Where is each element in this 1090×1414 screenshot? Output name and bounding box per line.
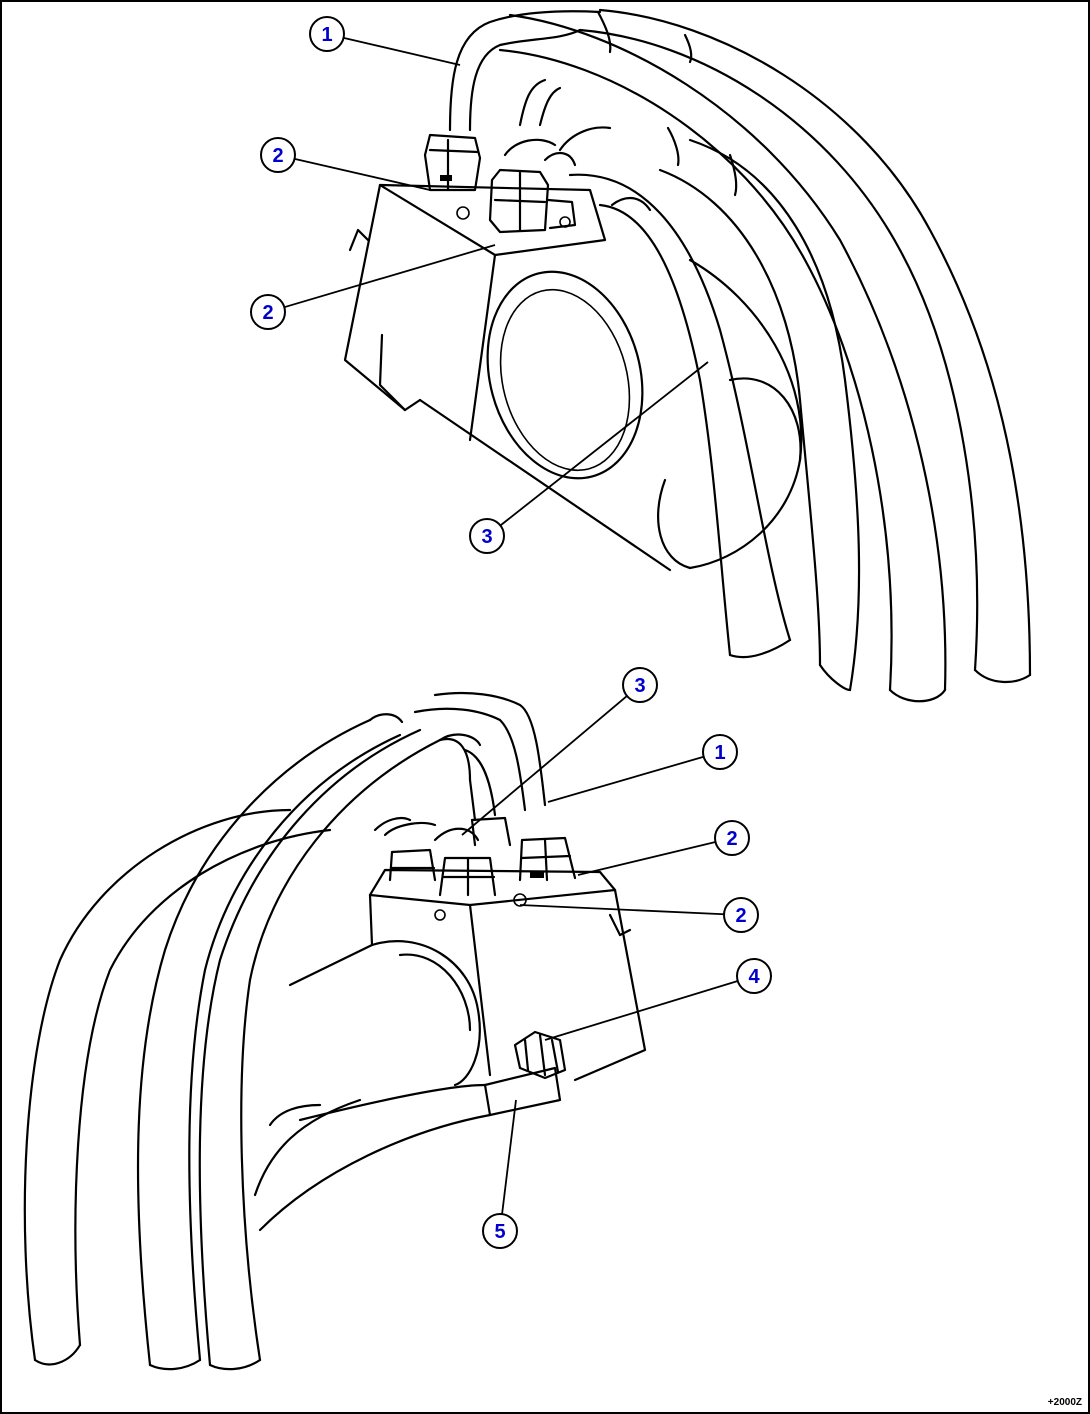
bottom-cylinder <box>253 940 481 1197</box>
callout-label: 3 <box>481 526 492 548</box>
callout-balloon <box>469 518 505 554</box>
leader-line <box>294 157 431 191</box>
top-hose-bundle <box>448 8 1032 703</box>
callout-3: 3 <box>461 667 658 836</box>
leader-line <box>499 361 709 527</box>
callout-balloon <box>622 667 658 703</box>
callout-label: 2 <box>262 302 273 324</box>
callout-balloon <box>482 1213 518 1249</box>
top-assembly <box>343 8 1032 703</box>
callout-balloon <box>250 294 286 330</box>
callout-balloon <box>723 897 759 933</box>
bottom-hose-clamp <box>258 1066 562 1232</box>
bottom-assembly <box>23 691 647 1371</box>
callout-2: 2 <box>577 820 750 876</box>
callout-1: 1 <box>309 16 461 66</box>
bottom-valve-block <box>368 868 647 1082</box>
leader-line <box>501 1099 517 1215</box>
callout-balloon <box>736 958 772 994</box>
callout-label: 1 <box>321 24 332 46</box>
top-cylinder <box>418 258 803 572</box>
bottom-small-fitting <box>513 1030 567 1080</box>
leader-line <box>284 244 496 309</box>
top-front-hose <box>558 126 792 659</box>
leader-line <box>519 904 725 916</box>
bottom-hose-bundle <box>23 691 547 1371</box>
top-callouts: 1 2 2 3 <box>250 16 709 554</box>
callout-label: 2 <box>272 145 283 167</box>
callout-balloon <box>260 137 296 173</box>
callout-label: 4 <box>748 966 760 988</box>
leader-line <box>343 36 461 66</box>
callout-2: 2 <box>260 137 431 191</box>
callout-4: 4 <box>544 958 772 1041</box>
callout-label: 5 <box>494 1221 505 1243</box>
callout-balloon <box>702 734 738 770</box>
callout-balloon <box>714 820 750 856</box>
leader-line <box>547 755 704 803</box>
leader-line <box>544 980 739 1041</box>
callout-2: 2 <box>250 244 496 330</box>
callout-label: 3 <box>634 675 645 697</box>
callout-label: 1 <box>714 742 725 764</box>
drawing-id: +2000Z <box>1047 1397 1082 1408</box>
top-valve-block <box>343 183 607 442</box>
top-fittings <box>423 133 577 234</box>
leader-line <box>577 841 716 876</box>
callout-label: 2 <box>735 905 746 927</box>
callout-5: 5 <box>482 1099 518 1249</box>
callout-2: 2 <box>519 897 759 933</box>
leader-line <box>461 695 628 836</box>
callout-label: 2 <box>726 828 737 850</box>
callout-balloon <box>309 16 345 52</box>
callout-1: 1 <box>547 734 738 803</box>
bottom-fittings <box>383 816 577 897</box>
bottom-callouts: 3 1 2 2 4 5 <box>461 667 772 1249</box>
callout-3: 3 <box>469 361 709 554</box>
